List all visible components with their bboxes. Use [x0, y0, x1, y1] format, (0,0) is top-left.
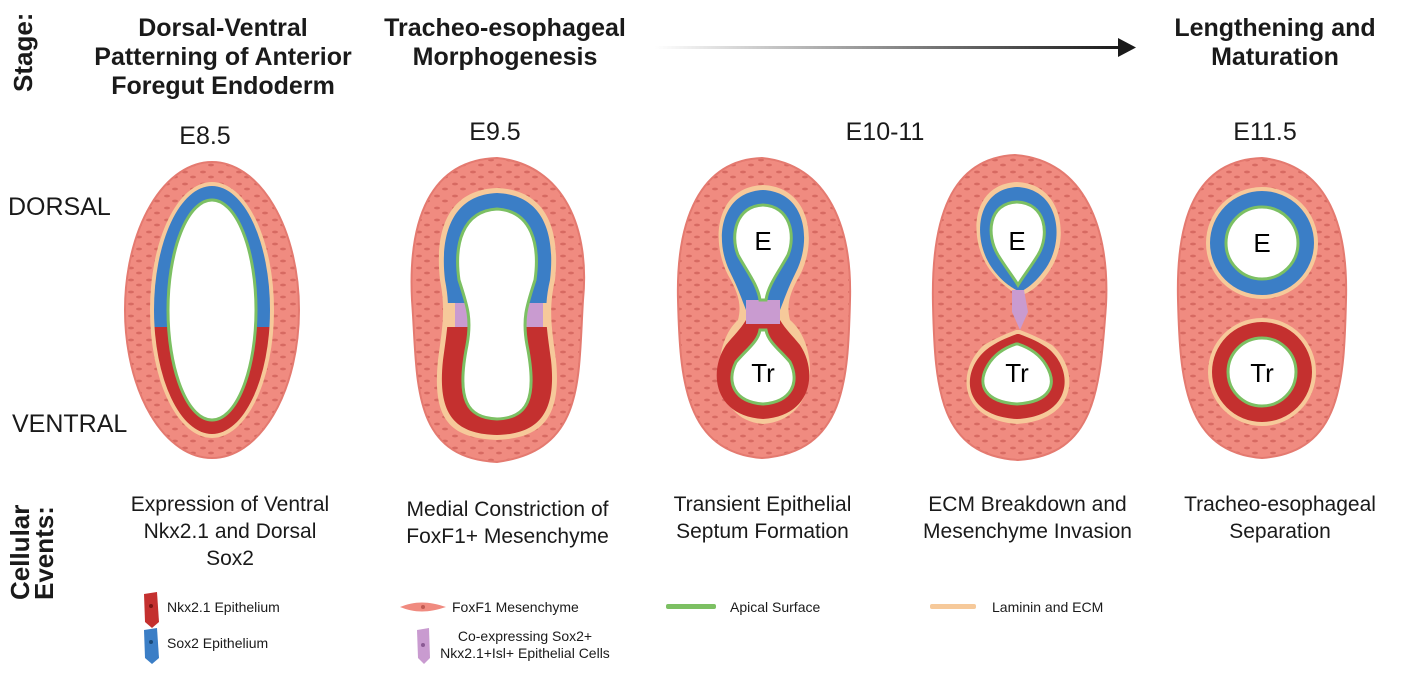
legend-apical-label: Apical Surface — [730, 599, 820, 616]
legend-coexp-icon — [417, 628, 430, 664]
section-e10-ecm — [933, 155, 1107, 460]
legend-sox-icon — [144, 628, 159, 664]
legend-foxf1-label: FoxF1 Mesenchyme — [452, 599, 579, 616]
event-expression: Expression of Ventral Nkx2.1 and Dorsal … — [125, 491, 335, 572]
lumen-tr-2: Tr — [1005, 358, 1029, 388]
legend-sox-label: Sox2 Epithelium — [167, 635, 268, 652]
lumen-e-1: E — [754, 226, 771, 256]
section-e85 — [125, 162, 299, 458]
section-e10-septum — [678, 158, 850, 458]
event-separation: Tracheo-esophageal Separation — [1160, 491, 1400, 545]
progression-arrow — [655, 38, 1136, 57]
event-septum: Transient Epithelial Septum Formation — [650, 491, 875, 545]
legend-foxf1-icon — [400, 603, 446, 612]
lumen-e-3: E — [1253, 228, 1270, 258]
event-ecm-breakdown: ECM Breakdown and Mesenchyme Invasion — [900, 491, 1155, 545]
legend-laminin-label: Laminin and ECM — [992, 599, 1103, 616]
section-e95 — [412, 158, 585, 462]
lumen-e-2: E — [1008, 226, 1025, 256]
legend-coexp-label: Co-expressing Sox2+ Nkx2.1+Isl+ Epitheli… — [440, 628, 610, 662]
legend-laminin-icon — [930, 604, 976, 609]
legend-nkx-icon — [144, 592, 159, 628]
lumen-tr-3: Tr — [1250, 358, 1274, 388]
lumen-tr-1: Tr — [751, 358, 775, 388]
section-e115 — [1178, 158, 1346, 458]
legend-nkx-label: Nkx2.1 Epithelium — [167, 599, 280, 616]
legend-apical-icon — [666, 604, 716, 609]
event-constriction: Medial Constriction of FoxF1+ Mesenchyme — [380, 496, 635, 550]
